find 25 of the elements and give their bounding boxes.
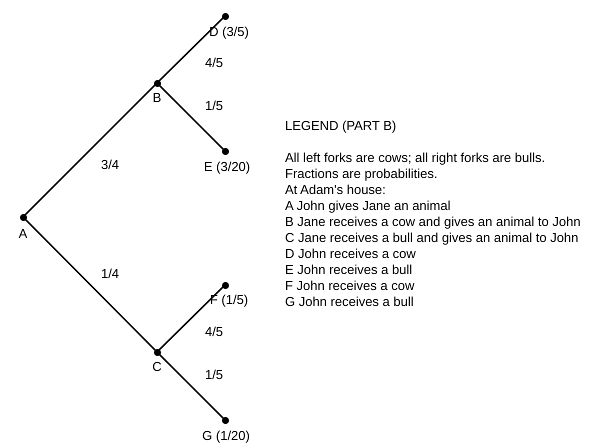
branch-line bbox=[156, 15, 226, 84]
legend-text: B Jane receives a cow and gives an animal to John bbox=[285, 214, 581, 230]
edge-label: 1/5 bbox=[204, 99, 224, 113]
legend-text: All left forks are cows; all right forks are bulls. bbox=[285, 150, 546, 166]
branch-line bbox=[22, 82, 158, 218]
legend-text: A John gives Jane an animal bbox=[285, 198, 452, 214]
edge-label: 1/4 bbox=[100, 267, 120, 281]
legend-text: At Adam's house: bbox=[285, 182, 387, 198]
legend-text: D John receives a cow bbox=[285, 246, 417, 262]
edge-label: 4/5 bbox=[204, 325, 224, 339]
edge-label: 4/5 bbox=[204, 56, 224, 70]
legend-text: C Jane receives a bull and gives an animal to John bbox=[285, 230, 580, 246]
legend-text: Fractions are probabilities. bbox=[285, 166, 438, 182]
branch-line bbox=[156, 284, 226, 353]
node-label: E (3/20) bbox=[204, 160, 250, 174]
legend-text: G John receives a bull bbox=[285, 294, 415, 310]
edge-label: 1/5 bbox=[204, 368, 224, 382]
node-label: C bbox=[152, 360, 162, 374]
node-label: A bbox=[18, 227, 28, 241]
legend-text: E John receives a bull bbox=[285, 262, 414, 278]
node-label: B bbox=[152, 91, 162, 105]
legend-text: F John receives a cow bbox=[285, 278, 416, 294]
edge-label: 3/4 bbox=[100, 158, 120, 172]
node-label: G (1/20) bbox=[202, 429, 250, 443]
legend-heading: LEGEND (PART B) bbox=[285, 118, 398, 134]
